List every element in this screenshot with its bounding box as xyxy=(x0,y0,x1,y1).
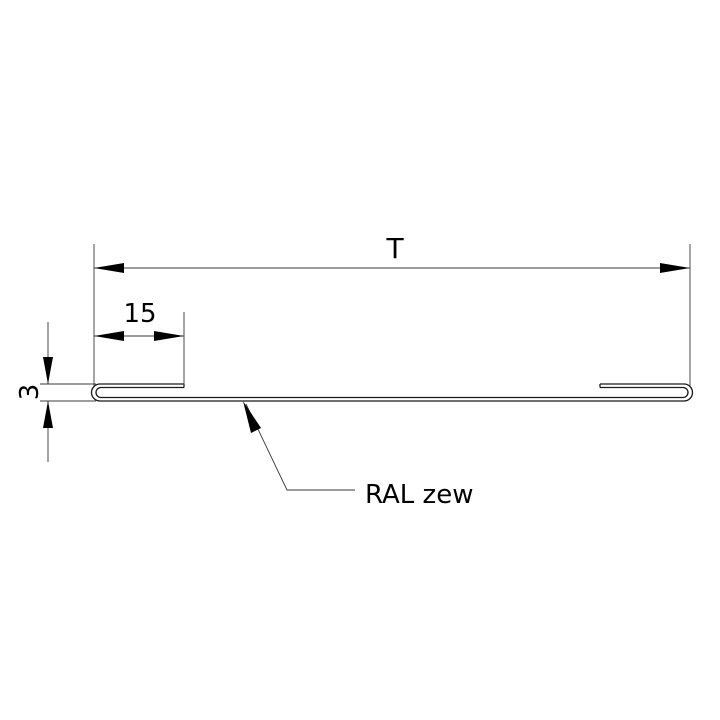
callout-label: RAL zew xyxy=(365,480,473,510)
arrowhead-thickness-bottom xyxy=(43,401,53,428)
callout-ral-outer: RAL zew xyxy=(243,401,473,510)
arrowhead-fold-right xyxy=(154,331,184,341)
profile-outer-contour xyxy=(90,383,694,402)
dimension-label-fold: 15 xyxy=(123,299,156,329)
arrowhead-thickness-top xyxy=(43,357,53,384)
arrowhead-total-right xyxy=(660,263,690,273)
profile-inner-contour xyxy=(95,386,689,399)
dimension-fold-length: 15 xyxy=(94,299,185,386)
arrowhead-total-left xyxy=(94,263,124,273)
leader-arrowhead xyxy=(243,401,261,433)
dimension-label-total: T xyxy=(385,232,404,265)
dimension-label-thickness: 3 xyxy=(15,384,45,401)
arrowhead-fold-left xyxy=(94,331,124,341)
dimension-thickness: 3 xyxy=(15,322,96,462)
leader-line xyxy=(245,403,355,491)
sheet-profile xyxy=(90,383,694,402)
dimension-total-width: T xyxy=(93,232,691,386)
